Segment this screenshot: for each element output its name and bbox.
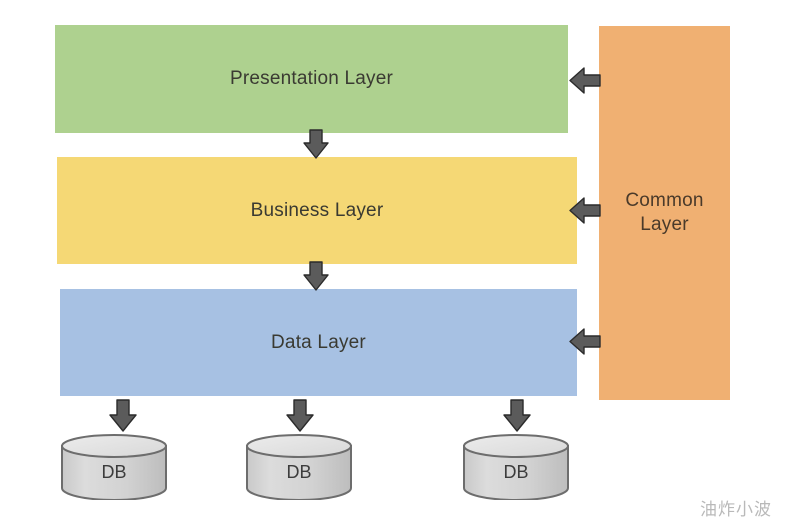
watermark-text: 油炸小波 [700,500,772,520]
database-cylinder-3[interactable]: DB [462,434,570,501]
arrow-common-to-presentation [569,66,601,95]
business-layer-box[interactable]: Business Layer [57,157,577,264]
business-layer-label: Business Layer [250,199,384,221]
arrow-data-to-db-3 [503,399,531,432]
database-cylinder-1[interactable]: DB [60,434,168,501]
arrow-business-to-data [303,261,329,291]
common-layer-label: Common Layer [625,190,704,235]
arrow-common-to-business [569,196,601,225]
common-layer-box[interactable]: Common Layer [599,26,730,400]
presentation-layer-label: Presentation Layer [229,68,394,90]
data-layer-box[interactable]: Data Layer [60,289,577,396]
presentation-layer-box[interactable]: Presentation Layer [55,25,568,133]
arrow-data-to-db-1 [109,399,137,432]
arrow-presentation-to-business [303,129,329,159]
arrow-common-to-data [569,327,601,356]
data-layer-label: Data Layer [271,331,366,353]
arrow-data-to-db-2 [286,399,314,432]
database-cylinder-2[interactable]: DB [245,434,353,501]
